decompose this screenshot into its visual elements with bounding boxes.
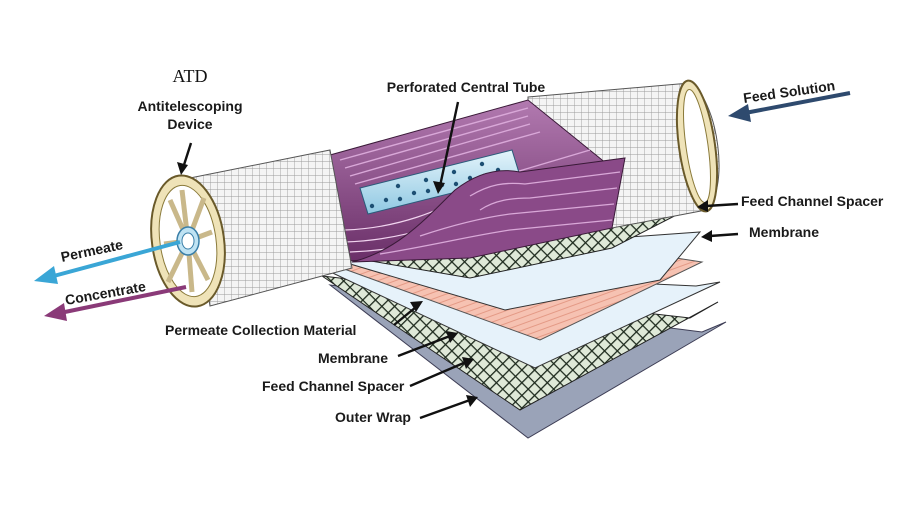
outer-wrap-label: Outer Wrap [335, 409, 411, 425]
feed-solution-label: Feed Solution [742, 77, 836, 106]
leader-antitelescoping [181, 142, 193, 169]
membrane-left-label: Membrane [318, 350, 388, 366]
feed-end-cap [675, 79, 719, 213]
unrolling-membrane-layer [351, 157, 626, 263]
feed-solution-arrow [728, 91, 851, 122]
leader-feed-spacer-left [409, 360, 467, 388]
atd-label: ATD [173, 66, 208, 86]
antitelescoping-label-line1: Antitelescoping [137, 98, 242, 114]
permeate-collection-label: Permeate Collection Material [165, 322, 356, 338]
leader-lines [181, 101, 739, 420]
permeate-arrow [34, 240, 181, 284]
perforated-central-tube-label: Perforated Central Tube [387, 79, 546, 95]
leader-membrane-right [709, 232, 739, 238]
feed-channel-spacer-right-label: Feed Channel Spacer [741, 193, 884, 209]
leader-feed-spacer-right [705, 202, 739, 208]
leader-permeate-collection [393, 306, 417, 326]
antitelescoping-label-line2: Device [167, 116, 212, 132]
leader-membrane-left [397, 334, 451, 358]
concentrate-arrow [44, 285, 187, 321]
leader-central-tube [438, 101, 460, 187]
membrane-right-label: Membrane [749, 224, 819, 240]
leader-arrowheads [177, 162, 712, 407]
antitelescoping-device [150, 174, 226, 308]
leader-outer-wrap [419, 398, 471, 420]
feed-channel-spacer-left-label: Feed Channel Spacer [262, 378, 405, 394]
